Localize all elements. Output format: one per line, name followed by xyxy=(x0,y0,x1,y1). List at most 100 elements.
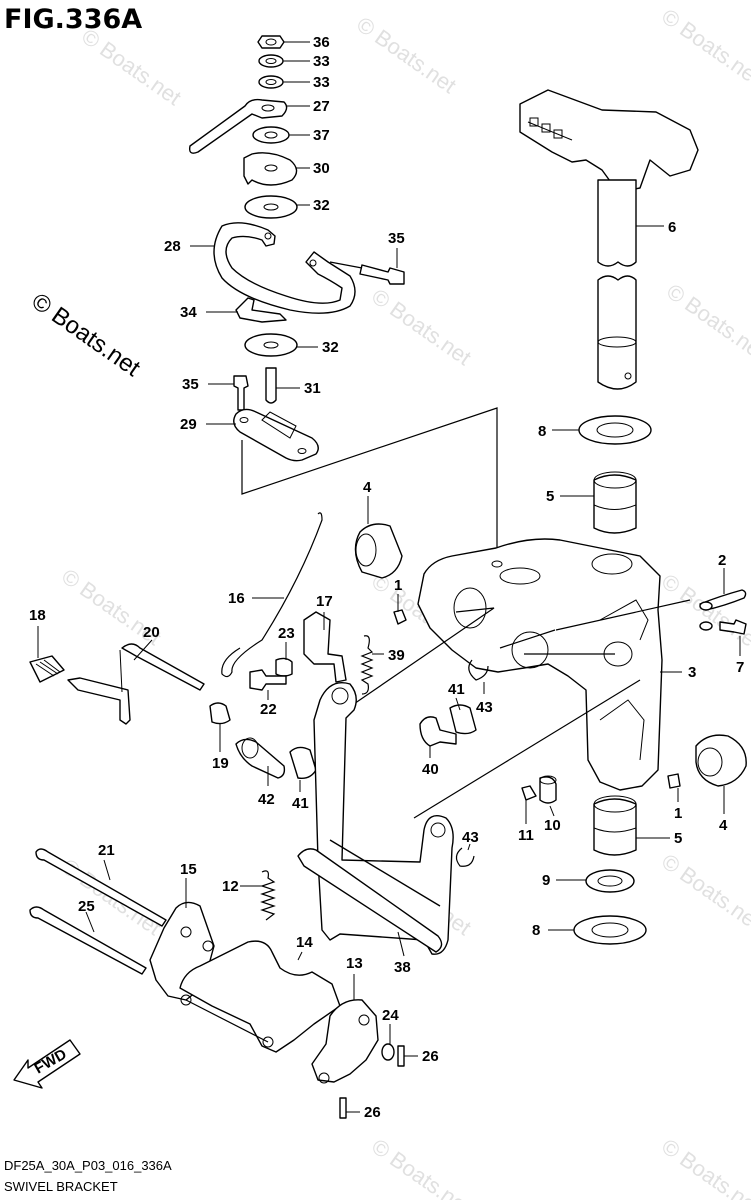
part-11-bolt xyxy=(521,785,537,801)
part-28-tilt-handle xyxy=(213,222,356,314)
part-23-collar xyxy=(275,657,293,677)
callout-33: 33 xyxy=(313,74,330,91)
part-4-left xyxy=(354,523,403,579)
callout-30: 30 xyxy=(313,160,330,177)
part-8-washer xyxy=(573,915,647,945)
callout-22: 22 xyxy=(260,701,277,718)
part-8-hole xyxy=(591,922,629,938)
part-10-cap xyxy=(539,776,557,804)
part-14-hole xyxy=(180,994,192,1006)
callouts: 36 33 33 27 37 30 32 28 35 34 32 35 31 2… xyxy=(29,34,744,1121)
callout-23: 23 xyxy=(278,625,295,642)
watermark: © Boats.net xyxy=(367,284,476,371)
leader-line xyxy=(329,261,363,269)
upper-parts-stack xyxy=(188,35,498,548)
part-32-washer xyxy=(244,333,298,357)
callout-20: 20 xyxy=(143,624,160,641)
part-38-rod xyxy=(329,839,441,907)
callout-16: 16 xyxy=(228,590,245,607)
part-26-pin xyxy=(397,1045,405,1067)
part-9-washer xyxy=(585,869,635,893)
part-27-lever xyxy=(188,98,288,154)
part-21-bolt xyxy=(35,848,167,927)
callout-32: 32 xyxy=(322,339,339,356)
part-5-split xyxy=(593,827,637,833)
part-39-spring xyxy=(360,635,374,695)
leader-lines xyxy=(37,41,741,1113)
part-35-bolt xyxy=(359,264,405,285)
callout-3: 3 xyxy=(688,664,696,681)
part-6-steering-head xyxy=(519,89,699,193)
steering-shaft-group xyxy=(519,89,699,534)
callout-25: 25 xyxy=(78,898,95,915)
part-32-washer xyxy=(244,195,298,219)
callout-42: 42 xyxy=(258,791,275,808)
callout-7: 7 xyxy=(736,659,744,676)
part-29-hole xyxy=(239,417,249,423)
part-36-nut xyxy=(257,35,285,49)
part-37-washer xyxy=(252,126,290,144)
callout-1: 1 xyxy=(394,577,402,594)
part-13-clamp-bracket xyxy=(311,999,379,1083)
part-15-hole xyxy=(180,926,192,938)
callout-35: 35 xyxy=(388,230,405,247)
callout-27: 27 xyxy=(313,98,330,115)
callout-28: 28 xyxy=(164,238,181,255)
part-5-top xyxy=(593,471,637,489)
part-8-hole xyxy=(596,422,634,438)
assembly-line xyxy=(555,599,691,631)
part-1-grease-nipple xyxy=(393,609,407,625)
part-5-top xyxy=(593,795,637,813)
part-3-tube xyxy=(453,587,487,629)
watermark: © Boats.net xyxy=(657,569,751,656)
part-18-grip-texture xyxy=(35,659,61,677)
callout-13: 13 xyxy=(346,955,363,972)
part-6-slot xyxy=(541,123,551,133)
callout-5: 5 xyxy=(546,488,554,505)
part-33-washer xyxy=(258,75,284,89)
part-25-bolt xyxy=(29,906,147,975)
callout-29: 29 xyxy=(180,416,197,433)
part-3-tube-end xyxy=(511,631,549,669)
assembly-line xyxy=(347,607,495,709)
part-32-hole xyxy=(263,341,279,349)
callout-26: 26 xyxy=(364,1104,381,1121)
watermark: © Boats.net xyxy=(77,24,186,111)
part-14-hole xyxy=(262,1036,274,1048)
callout-26: 26 xyxy=(422,1048,439,1065)
part-16-spring-wire xyxy=(221,512,323,678)
callout-38: 38 xyxy=(394,959,411,976)
callout-9: 9 xyxy=(542,872,550,889)
part-38-rod xyxy=(297,848,443,953)
part-24-washer xyxy=(381,1043,395,1061)
callout-43: 43 xyxy=(462,829,479,846)
callout-2: 2 xyxy=(718,552,726,569)
callout-4: 4 xyxy=(363,479,372,496)
callout-17: 17 xyxy=(316,593,333,610)
watermark: © Boats.net xyxy=(657,849,751,936)
part-13-hole xyxy=(318,1072,330,1084)
part-6-hole xyxy=(624,372,632,380)
part-35-bolt xyxy=(233,375,249,411)
callout-11: 11 xyxy=(518,827,534,844)
part-5-bushing xyxy=(593,798,637,856)
callout-41: 41 xyxy=(448,681,465,698)
callout-34: 34 xyxy=(180,304,197,321)
part-3-pad xyxy=(499,567,541,585)
watermark-main: © Boats.net xyxy=(27,288,146,382)
part-26-pin xyxy=(339,1097,347,1119)
part-34-clip xyxy=(235,297,287,323)
part-3-hole xyxy=(491,560,503,568)
part-32-hole xyxy=(263,203,279,211)
part-30-hole xyxy=(264,164,278,172)
part-40-bolt xyxy=(419,716,457,747)
part-2-washer xyxy=(699,601,713,611)
callout-12: 12 xyxy=(222,878,239,895)
part-41-bushing xyxy=(449,704,477,735)
part-42-collar xyxy=(235,738,286,779)
watermark: © Boats.net xyxy=(352,12,461,99)
assembly-line xyxy=(413,679,641,819)
part-37-hole xyxy=(264,131,278,139)
part-33-washer-hole xyxy=(265,79,277,85)
